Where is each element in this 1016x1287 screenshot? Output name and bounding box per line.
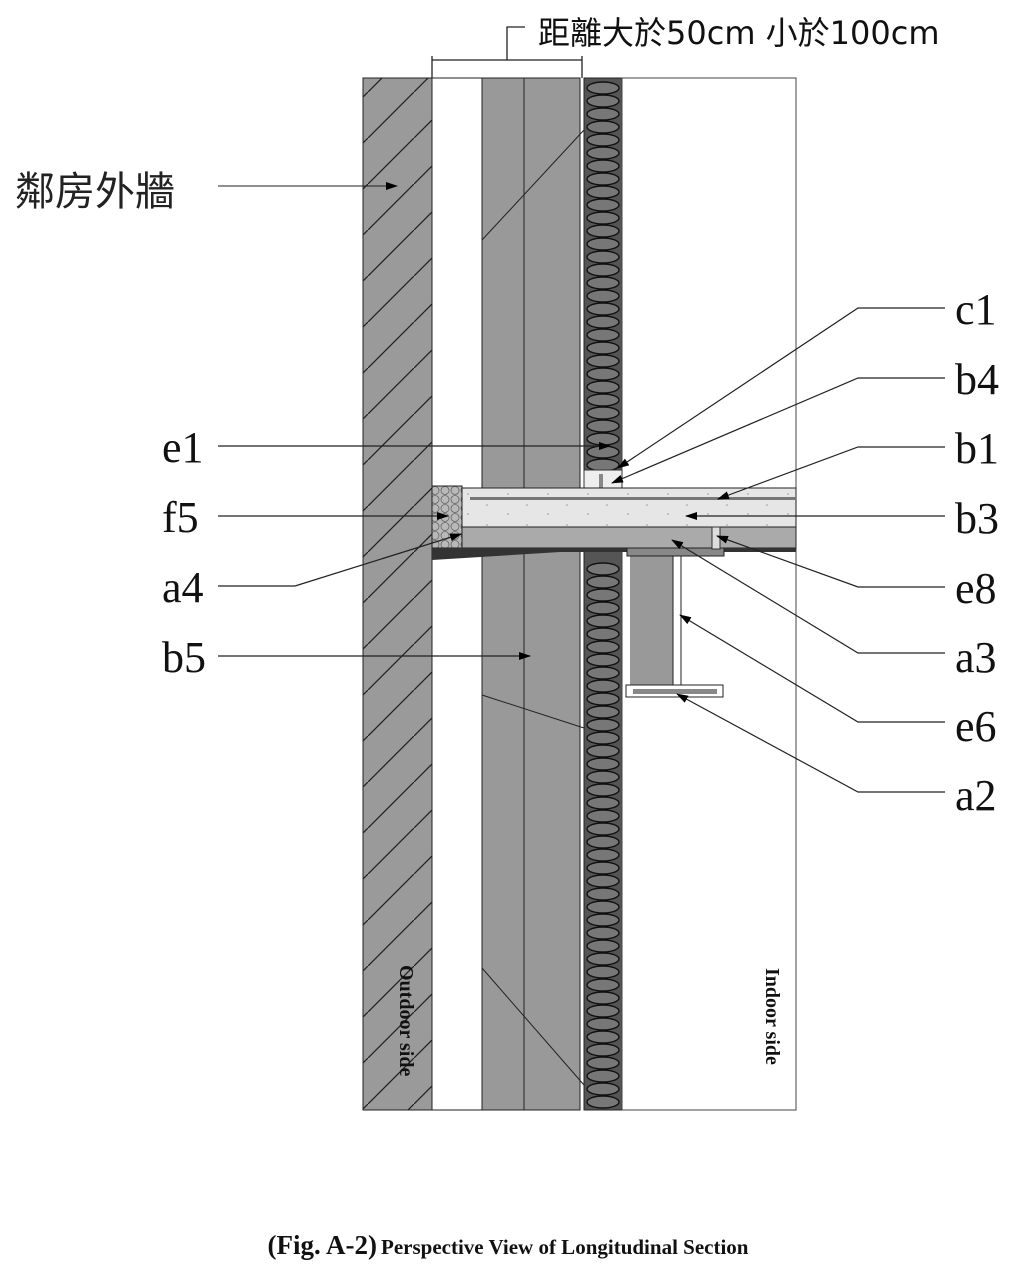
label-a3: a3 <box>955 633 997 682</box>
air-gap <box>431 77 483 1111</box>
dimension-line <box>431 26 583 78</box>
rebar-b1 <box>470 497 796 500</box>
label-e1: e1 <box>162 423 204 472</box>
stud-c1 <box>599 474 603 494</box>
panel-b5 <box>481 77 581 1111</box>
label-b4: b4 <box>955 355 999 404</box>
figure-number: (Fig. A-2) <box>267 1230 377 1260</box>
figure-title: Perspective View of Longitudinal Section <box>381 1235 749 1259</box>
label-f5: f5 <box>162 493 199 542</box>
figure-caption: (Fig. A-2) Perspective View of Longitudi… <box>0 1230 1016 1261</box>
steel-i-beam <box>625 526 725 698</box>
label-e6: e6 <box>955 702 997 751</box>
label-b5: b5 <box>162 633 206 682</box>
label-e8: e8 <box>955 564 997 613</box>
neighbor-wall <box>362 77 433 1111</box>
insulation-loops <box>586 81 620 1109</box>
label-c1: c1 <box>955 285 997 334</box>
indoor-side-label: Indoor side <box>761 968 783 1065</box>
dimension-note: 距離大於50cm 小於100cm <box>538 14 940 52</box>
deck-a3 <box>461 526 797 549</box>
outdoor-side-label: Outdoor side <box>395 965 417 1076</box>
label-b1: b1 <box>955 424 999 473</box>
concrete-slab-b3 <box>461 487 797 528</box>
label-a2: a2 <box>955 771 997 820</box>
label-b3: b3 <box>955 494 999 543</box>
label-a4: a4 <box>162 563 204 612</box>
neighbor-wall-label: 鄰房外牆 <box>15 169 175 215</box>
